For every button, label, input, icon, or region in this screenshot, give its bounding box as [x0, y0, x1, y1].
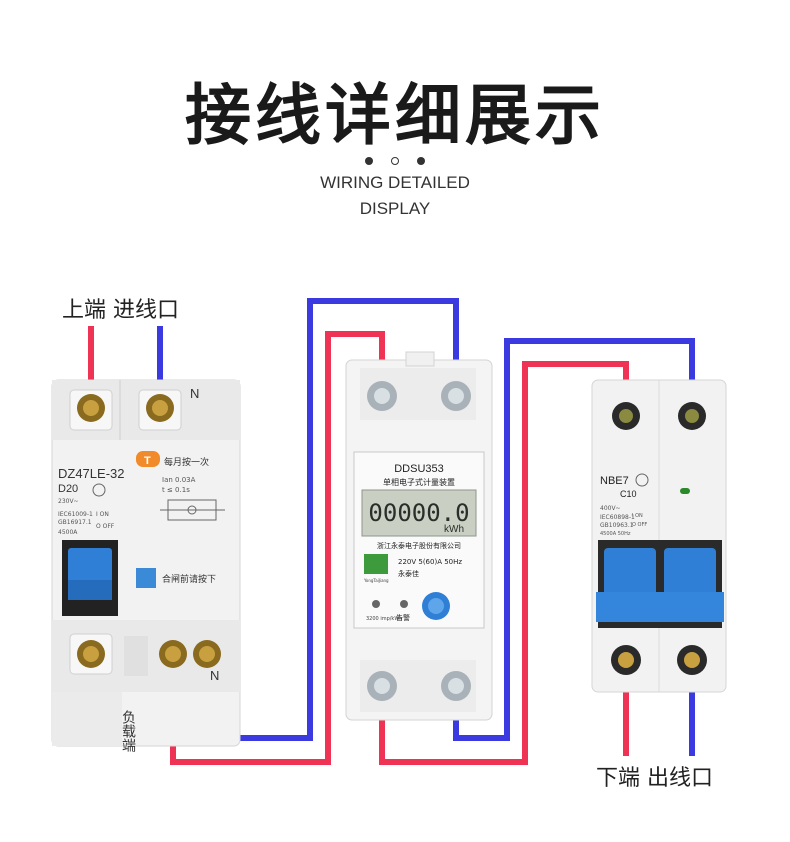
wire-live-meter-to-breaker [379, 361, 629, 765]
right-standard1: IEC60898-1 [600, 514, 635, 521]
meter-brand-en: YongTaiJiang [363, 578, 389, 583]
meter-type: 单相电子式计量装置 [383, 477, 455, 487]
right-off: O OFF [632, 522, 647, 528]
label-top-incoming: 上端 进线口 [62, 298, 179, 323]
right-rating: C10 [620, 489, 637, 499]
close-button-icon[interactable] [136, 568, 156, 588]
right-mcb-breaker: NBE7 C10 400V~ IEC60898-1 GB10963.1 4500… [591, 379, 727, 693]
wire-live-breaker-to-meter [170, 331, 385, 765]
energy-meter: DDSU353 单相电子式计量装置 00000.0 kWh 浙江永泰电子股份有限… [345, 351, 493, 721]
meter-brand: 永泰佳 [398, 569, 419, 578]
left-standard1: IEC61009-1 [58, 511, 93, 518]
meter-alarm: 告警 [396, 613, 410, 622]
status-indicator-icon [680, 488, 690, 494]
subtitle-line1: WIRING DETAILED [320, 173, 470, 192]
left-model: DZ47LE-32 [58, 466, 124, 481]
left-on: I ON [96, 511, 109, 518]
close-note: 合闸前请按下 [162, 573, 216, 585]
n-bottom-label: N [210, 668, 219, 683]
label-bottom-outgoing: 下端 出线口 [596, 766, 713, 791]
left-voltage: 230V~ [58, 498, 79, 505]
n-top-label: N [190, 386, 199, 401]
right-standard2: GB10963.1 [600, 522, 634, 529]
meter-company: 浙江永泰电子股份有限公司 [377, 541, 461, 550]
dot-icon [391, 157, 399, 165]
meter-model: DDSU353 [394, 463, 444, 475]
decorative-dots [0, 150, 790, 169]
subtitle-line2: DISPLAY [359, 199, 431, 218]
left-rating: D20 [58, 483, 78, 495]
alarm-led-icon [400, 600, 408, 608]
meter-reading: 00000.0 [368, 499, 469, 527]
pulse-led-icon [372, 600, 380, 608]
left-capacity: 4500A [58, 529, 78, 536]
meter-spec: 220V 5(60)A 50Hz [398, 558, 462, 566]
circuit-schematic-icon [160, 499, 225, 521]
left-rcbo-breaker: N T 每月按一次 DZ47LE-32 D20 230V~ IEC61009-1… [51, 379, 241, 752]
right-toggle-switch-2[interactable] [664, 548, 716, 598]
dot-icon [417, 157, 425, 165]
meter-imp: 3200 imp/kWh [366, 616, 402, 622]
left-ian: Ian 0.03A [162, 476, 196, 484]
right-capacity: 4500A 50Hz [600, 531, 631, 537]
wire-neutral-meter-to-breaker [453, 338, 695, 741]
load-end-label: 负载端 [120, 710, 136, 752]
left-standard2: GB16917.1 [58, 519, 92, 526]
meter-unit: kWh [444, 524, 464, 535]
brand-logo-icon [364, 554, 388, 574]
left-t: t ≤ 0.1s [162, 486, 190, 494]
test-note: 每月按一次 [164, 456, 209, 468]
right-voltage: 400V~ [600, 505, 621, 512]
left-off: O OFF [96, 523, 115, 530]
right-model: NBE7 [600, 475, 629, 487]
right-on: I ON [632, 513, 643, 519]
dot-icon [365, 157, 373, 165]
right-toggle-switch-1[interactable] [604, 548, 656, 598]
test-button-icon[interactable]: T [144, 455, 151, 467]
page-title: 接线详细展示 [185, 77, 605, 154]
